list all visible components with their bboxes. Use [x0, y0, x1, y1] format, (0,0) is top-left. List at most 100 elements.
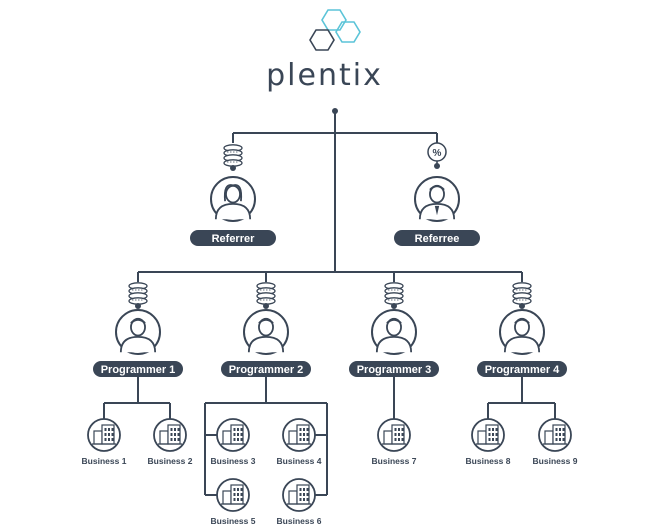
user-icon [371, 309, 417, 355]
building-window [488, 433, 491, 436]
building-window [170, 428, 173, 431]
building-window [303, 433, 305, 436]
connector-dot [391, 303, 397, 309]
building-window [299, 428, 302, 431]
percent-icon: % [427, 142, 447, 169]
avatar-hair [514, 318, 530, 324]
business-label: Business 1 [82, 456, 127, 466]
pill-label: Programmer 3 [357, 364, 432, 376]
avatar-hair [258, 318, 274, 324]
building-window [394, 433, 397, 436]
business-label: Business 4 [277, 456, 322, 466]
connector-dot [434, 163, 440, 169]
building-window [562, 428, 565, 431]
building-window [306, 498, 309, 501]
building-window [240, 428, 243, 431]
building-window [108, 428, 110, 431]
business-node: Business 1 [82, 418, 127, 466]
building-block [159, 430, 169, 445]
user-icon [243, 309, 289, 355]
pill-bg [221, 361, 311, 377]
building-window [398, 433, 400, 436]
building-window [111, 428, 114, 431]
building-window [174, 428, 176, 431]
building-window [108, 433, 110, 436]
pill-label: Programmer 1 [101, 364, 176, 376]
building-window [174, 433, 176, 436]
building-window [306, 488, 309, 491]
coin-stack-icon [384, 282, 404, 309]
pill-bg [349, 361, 439, 377]
avatar-body [375, 335, 413, 353]
building-window [240, 498, 243, 501]
business-label: Business 7 [372, 456, 417, 466]
building-window [240, 493, 243, 496]
avatar-body [503, 335, 541, 353]
building-block [477, 430, 487, 445]
programmer-pill-2: Programmer 3 [349, 361, 439, 377]
business-node: Business 8 [466, 418, 511, 466]
building-window [299, 438, 302, 441]
coin-stack-icon [512, 282, 532, 309]
building-block [544, 430, 554, 445]
building-window [495, 438, 498, 441]
building-window [299, 488, 302, 491]
building-window [233, 493, 236, 496]
building-window [177, 438, 180, 441]
building-window [306, 428, 309, 431]
building-window [170, 433, 173, 436]
building-window [303, 438, 305, 441]
building-window [111, 433, 114, 436]
brand-name: plentix [266, 58, 383, 93]
building-window [177, 433, 180, 436]
user-icon [115, 309, 161, 355]
business-node: Business 2 [148, 418, 193, 466]
avatar-body [247, 335, 285, 353]
avatar-head [225, 184, 241, 204]
building-window [237, 433, 239, 436]
building-window [306, 438, 309, 441]
avatar-hair [429, 185, 445, 191]
business-label: Business 3 [211, 456, 256, 466]
building-window [303, 428, 305, 431]
building-window [559, 438, 561, 441]
coin-stack-icon [256, 282, 276, 309]
business-label: Business 6 [277, 516, 322, 526]
building-window [237, 493, 239, 496]
male-user-tie-icon [414, 176, 460, 222]
business-label: Business 5 [211, 516, 256, 526]
business-node: Business 4 [277, 418, 322, 466]
building-window [174, 438, 176, 441]
building-block [222, 430, 232, 445]
building-window [492, 438, 494, 441]
building-window [559, 428, 561, 431]
business-node: Business 3 [211, 418, 256, 466]
business-node: Business 6 [277, 478, 322, 526]
avatar-body [214, 202, 252, 220]
building-window [240, 438, 243, 441]
business-node: Business 7 [372, 418, 417, 466]
building-window [303, 488, 305, 491]
building-window [559, 433, 561, 436]
building-window [303, 498, 305, 501]
business-node: Business 9 [533, 418, 578, 466]
pill-bg [477, 361, 567, 377]
avatar-hair [223, 184, 243, 202]
coin-stack-icon [223, 144, 243, 171]
building-window [401, 428, 404, 431]
building-window [237, 438, 239, 441]
coin-stack-icon [128, 282, 148, 309]
business-label: Business 9 [533, 456, 578, 466]
building-block [288, 490, 298, 505]
building-window [111, 438, 114, 441]
pill-label: Programmer 4 [485, 364, 560, 376]
building-window [299, 493, 302, 496]
building-window [303, 493, 305, 496]
building-window [306, 493, 309, 496]
building-block [288, 430, 298, 445]
building-window [233, 428, 236, 431]
building-window [495, 428, 498, 431]
building-window [237, 488, 239, 491]
connector-dot [519, 303, 525, 309]
